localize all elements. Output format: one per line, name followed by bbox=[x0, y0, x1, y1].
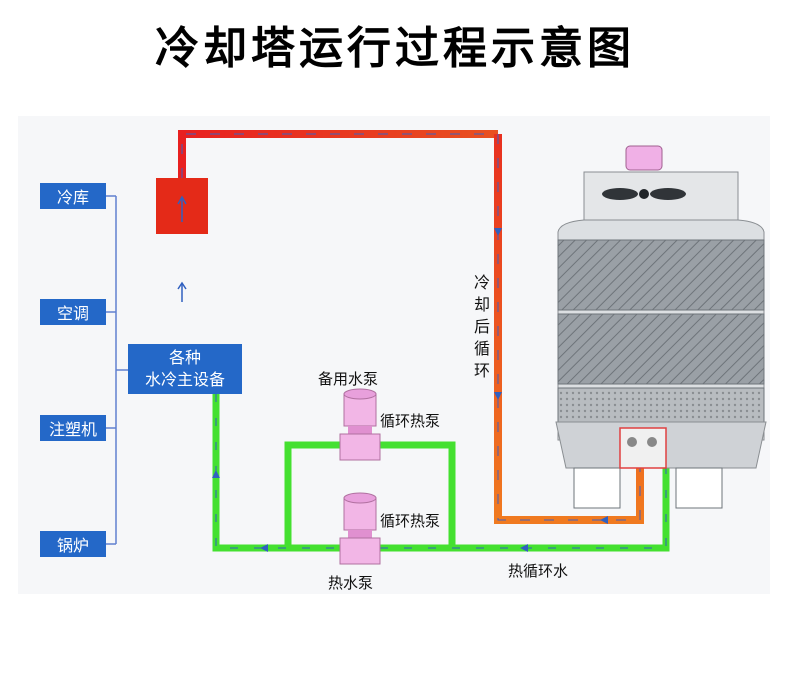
page-title: 冷却塔运行过程示意图 bbox=[155, 23, 635, 74]
pipe-arrows bbox=[212, 228, 608, 552]
label-circ-pump-top: 循环热泵 bbox=[380, 412, 441, 430]
equipment-boiler: 锅炉 bbox=[40, 531, 106, 557]
label-cooled-circulation: 冷却后循环 bbox=[473, 273, 490, 380]
main-equipment-line2: 水冷主设备 bbox=[144, 370, 225, 389]
main-equipment-line1: 各种 bbox=[168, 348, 201, 367]
equipment-bracket bbox=[106, 195, 128, 545]
cooling-tower bbox=[555, 145, 767, 509]
flow-arrow-up bbox=[177, 195, 187, 302]
hot-water-pump bbox=[339, 492, 381, 565]
label-standby-pump: 备用水泵 bbox=[318, 370, 379, 388]
equipment-injection-molding: 注塑机 bbox=[40, 415, 106, 441]
motor-icon bbox=[625, 145, 663, 171]
label-hot-water-pump: 热水泵 bbox=[328, 574, 374, 592]
fan-icon bbox=[602, 188, 686, 200]
label-hot-circulation: 热循环水 bbox=[508, 562, 569, 580]
standby-pump bbox=[339, 388, 381, 461]
main-equipment-box: 各种 水冷主设备 bbox=[128, 344, 242, 394]
equipment-air-conditioner: 空调 bbox=[40, 299, 106, 325]
green-pipe-flow bbox=[215, 394, 667, 549]
label-circ-pump-bottom: 循环热泵 bbox=[380, 512, 441, 530]
hot-pipe bbox=[178, 130, 644, 524]
equipment-cold-storage: 冷库 bbox=[40, 183, 106, 209]
